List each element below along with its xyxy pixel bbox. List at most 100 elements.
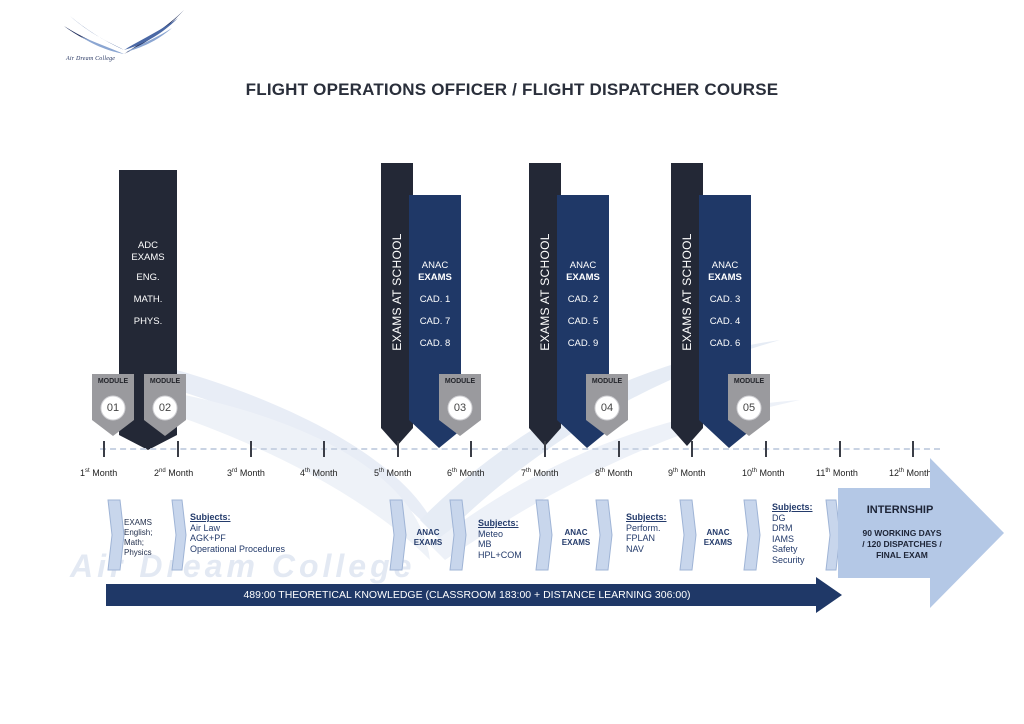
adc-item: ENG. — [136, 272, 160, 283]
subject-item: AGK+PF — [190, 533, 226, 543]
first-exams-note: EXAMS English; Math; Physics — [124, 518, 152, 558]
timeline-tick — [397, 441, 399, 457]
internship-line: FINAL EXAM — [876, 550, 928, 560]
subject-item: NAV — [626, 543, 644, 554]
anac-title-3: ANAC — [711, 260, 739, 271]
subject-item: FPLAN — [626, 533, 656, 543]
timeline-tick — [839, 441, 841, 457]
internship-details: 90 WORKING DAYS / 120 DISPATCHES / FINAL… — [848, 528, 956, 561]
theory-arrow-label: 489:00 THEORETICAL KNOWLEDGE (CLASSROOM … — [243, 589, 691, 601]
anac-item: CAD. 4 — [709, 316, 741, 327]
month-number: 2 — [154, 468, 160, 478]
month-number: 5 — [374, 468, 380, 478]
anac-tag-line: EXAMS — [561, 538, 591, 547]
module-badge-05: MODULE 05 — [728, 374, 770, 436]
timeline-tick — [177, 441, 179, 457]
month-label: 7th Month — [521, 468, 559, 478]
internship-arrow — [838, 458, 1004, 608]
module-label: MODULE — [444, 378, 476, 385]
module-number: 04 — [600, 402, 614, 414]
month-suffix: th — [825, 468, 831, 474]
subject-item: DRM — [772, 523, 793, 533]
anac-exams-tag-2: ANAC EXAMS — [556, 528, 596, 548]
timeline-tick — [912, 441, 914, 457]
subject-item: MB — [478, 539, 492, 549]
module-number: 01 — [106, 402, 120, 414]
timeline-tick — [544, 441, 546, 457]
month-label: 11th Month — [816, 468, 858, 478]
month-number: 4 — [300, 468, 306, 478]
subjects-module-4: Subjects: Perform. FPLAN NAV — [626, 512, 667, 554]
anac-item: CAD. 1 — [419, 294, 451, 305]
module-badge-04: MODULE 04 — [586, 374, 628, 436]
subjects-heading: Subjects: — [190, 512, 231, 522]
month-word: Month — [168, 468, 194, 478]
anac-item: CAD. 7 — [419, 316, 451, 327]
subject-item: Meteo — [478, 528, 504, 539]
module-label: MODULE — [591, 378, 623, 385]
anac-tag-line: ANAC — [564, 528, 588, 537]
subject-item: HPL+COM — [478, 549, 522, 560]
watermark: Air Dream College — [70, 548, 416, 584]
month-word: Month — [92, 468, 118, 478]
anac-item: CAD. 6 — [709, 338, 741, 349]
month-label: 8th Month — [595, 468, 633, 478]
school-exams-column-2 — [529, 163, 561, 446]
month-number: 7 — [521, 468, 527, 478]
month-number: 8 — [595, 468, 601, 478]
subjects-module-1-2: Subjects: Air Law AGK+PF Operational Pro… — [190, 512, 285, 554]
subjects-heading: Subjects: — [478, 518, 519, 528]
month-suffix: th — [379, 468, 385, 474]
subject-item: Perform. — [626, 522, 661, 533]
timeline-tick — [103, 441, 105, 457]
timeline-tick — [323, 441, 325, 457]
month-suffix: th — [673, 468, 679, 474]
module-label: MODULE — [733, 378, 765, 385]
subjects-heading: Subjects: — [626, 512, 667, 522]
anac-item: CAD. 9 — [567, 338, 599, 349]
anac-title-1: ANAC — [421, 260, 449, 271]
timeline-tick — [470, 441, 472, 457]
month-suffix: th — [305, 468, 311, 474]
month-suffix: th — [752, 468, 758, 474]
month-label: 10th Month — [742, 468, 785, 478]
month-number: 9 — [668, 468, 674, 478]
month-label: 3rd Month — [227, 468, 265, 478]
logo: Air Dream College — [60, 6, 190, 66]
anac-exams-tag-3: ANAC EXAMS — [698, 528, 738, 548]
month-suffix: st — [85, 468, 90, 474]
internship-title: INTERNSHIP — [866, 504, 934, 516]
anac-item: CAD. 2 — [567, 294, 599, 305]
school-exams-column-3 — [671, 163, 703, 446]
module-badge-02: MODULE 02 — [144, 374, 186, 436]
internship-line: / 120 DISPATCHES / — [862, 539, 942, 549]
month-word: Month — [386, 468, 412, 478]
subject-item: Air Law — [190, 522, 221, 533]
first-exams-line: Math; — [124, 538, 145, 547]
module-number: 05 — [742, 402, 756, 414]
timeline-tick — [765, 441, 767, 457]
subject-item: Security — [772, 554, 805, 565]
anac-tag-line: EXAMS — [703, 538, 733, 547]
month-label: 6th Month — [447, 468, 485, 478]
school-exams-column-1 — [381, 163, 413, 446]
adc-item: MATH. — [133, 294, 163, 305]
month-suffix: th — [899, 468, 905, 474]
subject-item: Safety — [772, 544, 798, 554]
timeline-line — [100, 448, 940, 450]
month-suffix: rd — [232, 468, 238, 474]
month-word: Month — [607, 468, 633, 478]
anac-item: CAD. 8 — [419, 338, 451, 349]
month-label: 9th Month — [668, 468, 706, 478]
module-number: 03 — [453, 402, 467, 414]
month-suffix: th — [526, 468, 532, 474]
subjects-module-3: Subjects: Meteo MB HPL+COM — [478, 518, 522, 560]
first-exams-line: EXAMS — [124, 518, 153, 527]
first-exams-line: English; — [124, 528, 153, 537]
anac-title-2: ANAC — [569, 260, 597, 271]
adc-title-line1: ADC — [137, 240, 159, 251]
theory-arrow — [106, 577, 842, 613]
module-badge-03: MODULE 03 — [439, 374, 481, 436]
month-word: Month — [533, 468, 559, 478]
module-number: 02 — [158, 402, 172, 414]
